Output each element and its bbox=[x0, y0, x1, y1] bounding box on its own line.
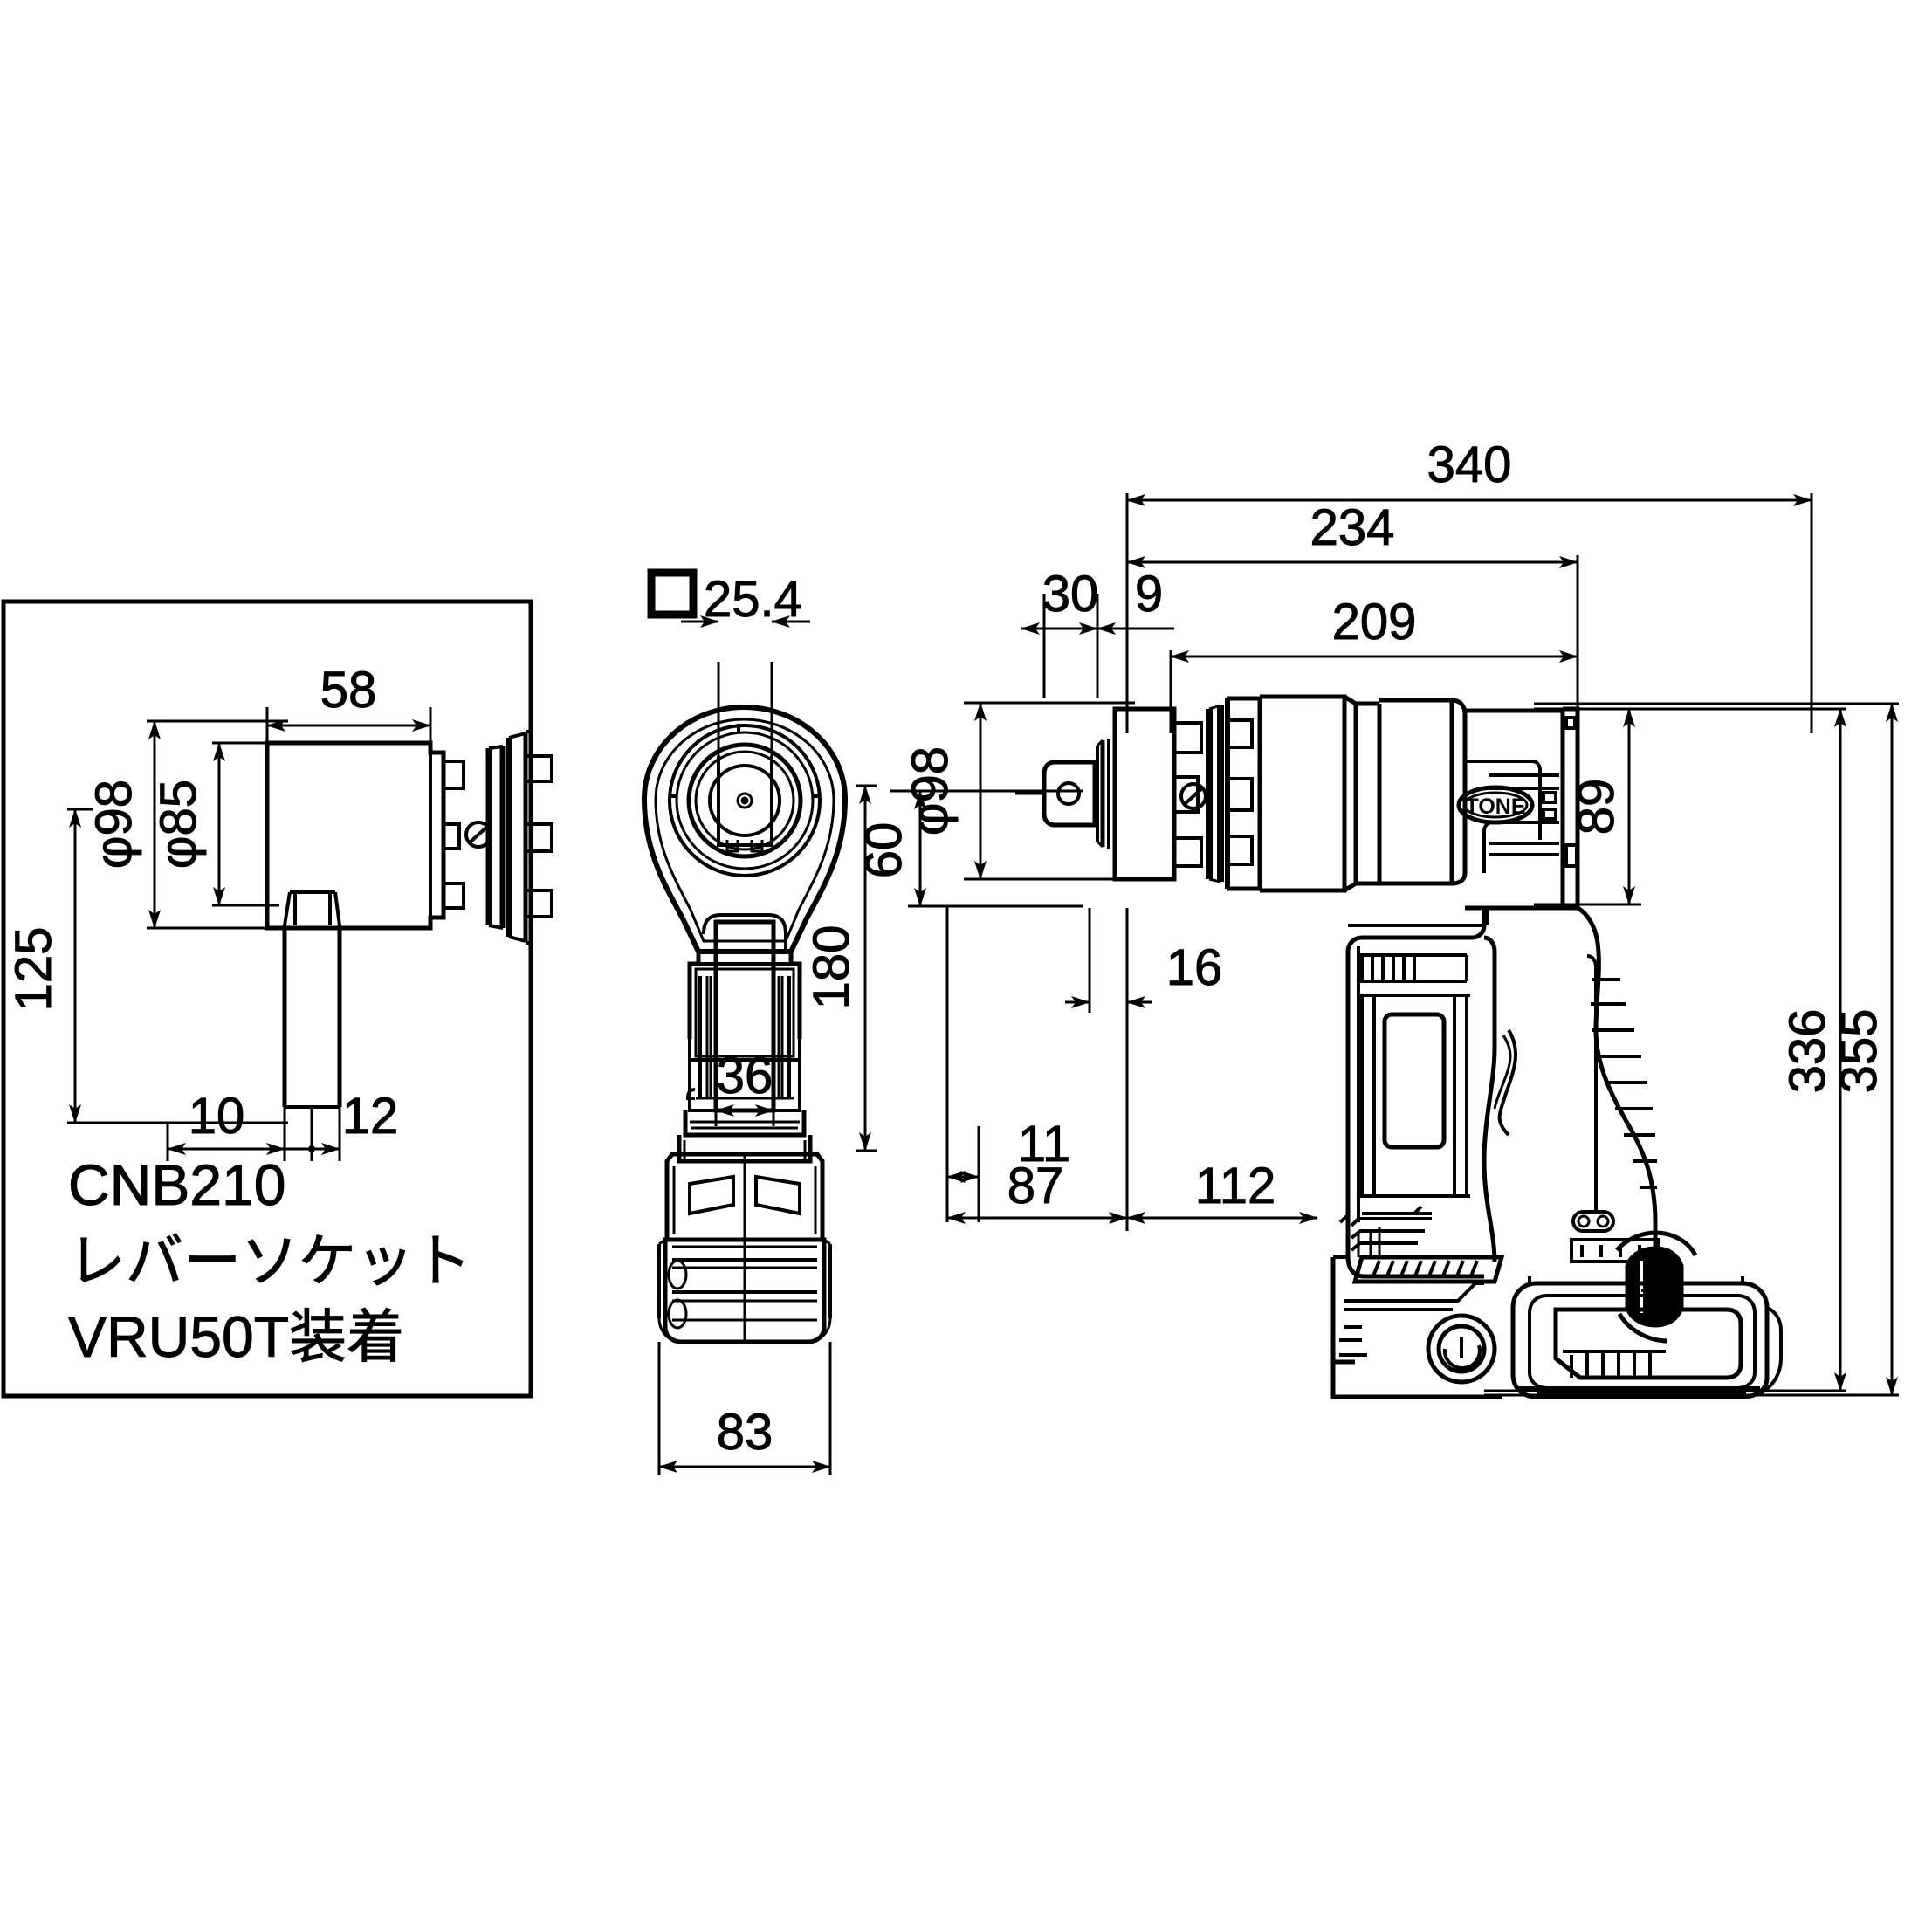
dim-209 bbox=[1169, 611, 1579, 733]
dim-340-label: 340 bbox=[1427, 437, 1512, 493]
dim-16-label: 16 bbox=[1166, 939, 1223, 996]
dim-180-label: 180 bbox=[803, 925, 860, 1010]
dim-125 bbox=[67, 808, 288, 1124]
indicator-light-icon bbox=[1571, 1210, 1615, 1233]
dim-16 bbox=[1065, 908, 1152, 1013]
dim-phi98-left-label: φ98 bbox=[86, 780, 142, 869]
note-line-2: レバーソケット bbox=[68, 1228, 471, 1293]
dim-phi98-left bbox=[147, 719, 288, 930]
dim-87-label: 87 bbox=[1007, 1158, 1064, 1214]
dim-83 bbox=[657, 1342, 832, 1475]
dim-square-254-label: 25.4 bbox=[704, 571, 802, 628]
dim-60 bbox=[890, 789, 1083, 908]
dim-30-9 bbox=[1021, 594, 1174, 698]
dim-58-label: 58 bbox=[320, 662, 377, 718]
battery-latch bbox=[1625, 1246, 1684, 1328]
power-dial-icon bbox=[1426, 1313, 1497, 1385]
dim-10-12 bbox=[166, 1107, 341, 1161]
dim-180 bbox=[856, 784, 877, 1152]
dim-336-label: 336 bbox=[1779, 1009, 1836, 1094]
dim-11-87-112 bbox=[945, 906, 1318, 1231]
dim-336 bbox=[1484, 707, 1846, 1392]
note-line-1: CNB210 bbox=[68, 1152, 285, 1217]
square-symbol-icon bbox=[647, 568, 698, 619]
dim-phi85-label: φ85 bbox=[150, 780, 207, 869]
dim-30-label: 30 bbox=[1042, 566, 1099, 622]
dim-9-label: 9 bbox=[1135, 566, 1163, 622]
side-view-geometry: TONE bbox=[1015, 694, 1783, 1399]
tone-logo-badge: TONE bbox=[1456, 785, 1535, 825]
dim-83-label: 83 bbox=[717, 1404, 773, 1461]
dim-36 bbox=[714, 1048, 775, 1126]
tone-logo-text: TONE bbox=[1466, 794, 1526, 819]
dim-10-label: 10 bbox=[189, 1088, 245, 1145]
dim-36-label: 36 bbox=[717, 1048, 773, 1104]
dim-12-label: 12 bbox=[342, 1088, 399, 1145]
note-line-3: VRU50T装着 bbox=[68, 1304, 404, 1369]
dim-phi85 bbox=[212, 741, 279, 907]
dim-355-label: 355 bbox=[1831, 1009, 1887, 1094]
dim-58 bbox=[265, 707, 432, 756]
dim-60-label: 60 bbox=[856, 822, 912, 879]
dim-square-254 bbox=[681, 615, 810, 733]
dim-125-label: 125 bbox=[5, 927, 62, 1012]
dim-11-label: 11 bbox=[1018, 1116, 1070, 1172]
dim-234-label: 234 bbox=[1310, 499, 1395, 556]
dim-209-label: 209 bbox=[1332, 594, 1417, 650]
front-view-geometry bbox=[641, 704, 849, 1344]
dim-112-label: 112 bbox=[1195, 1158, 1275, 1214]
inset-socket-assembly-geometry bbox=[265, 730, 553, 1109]
